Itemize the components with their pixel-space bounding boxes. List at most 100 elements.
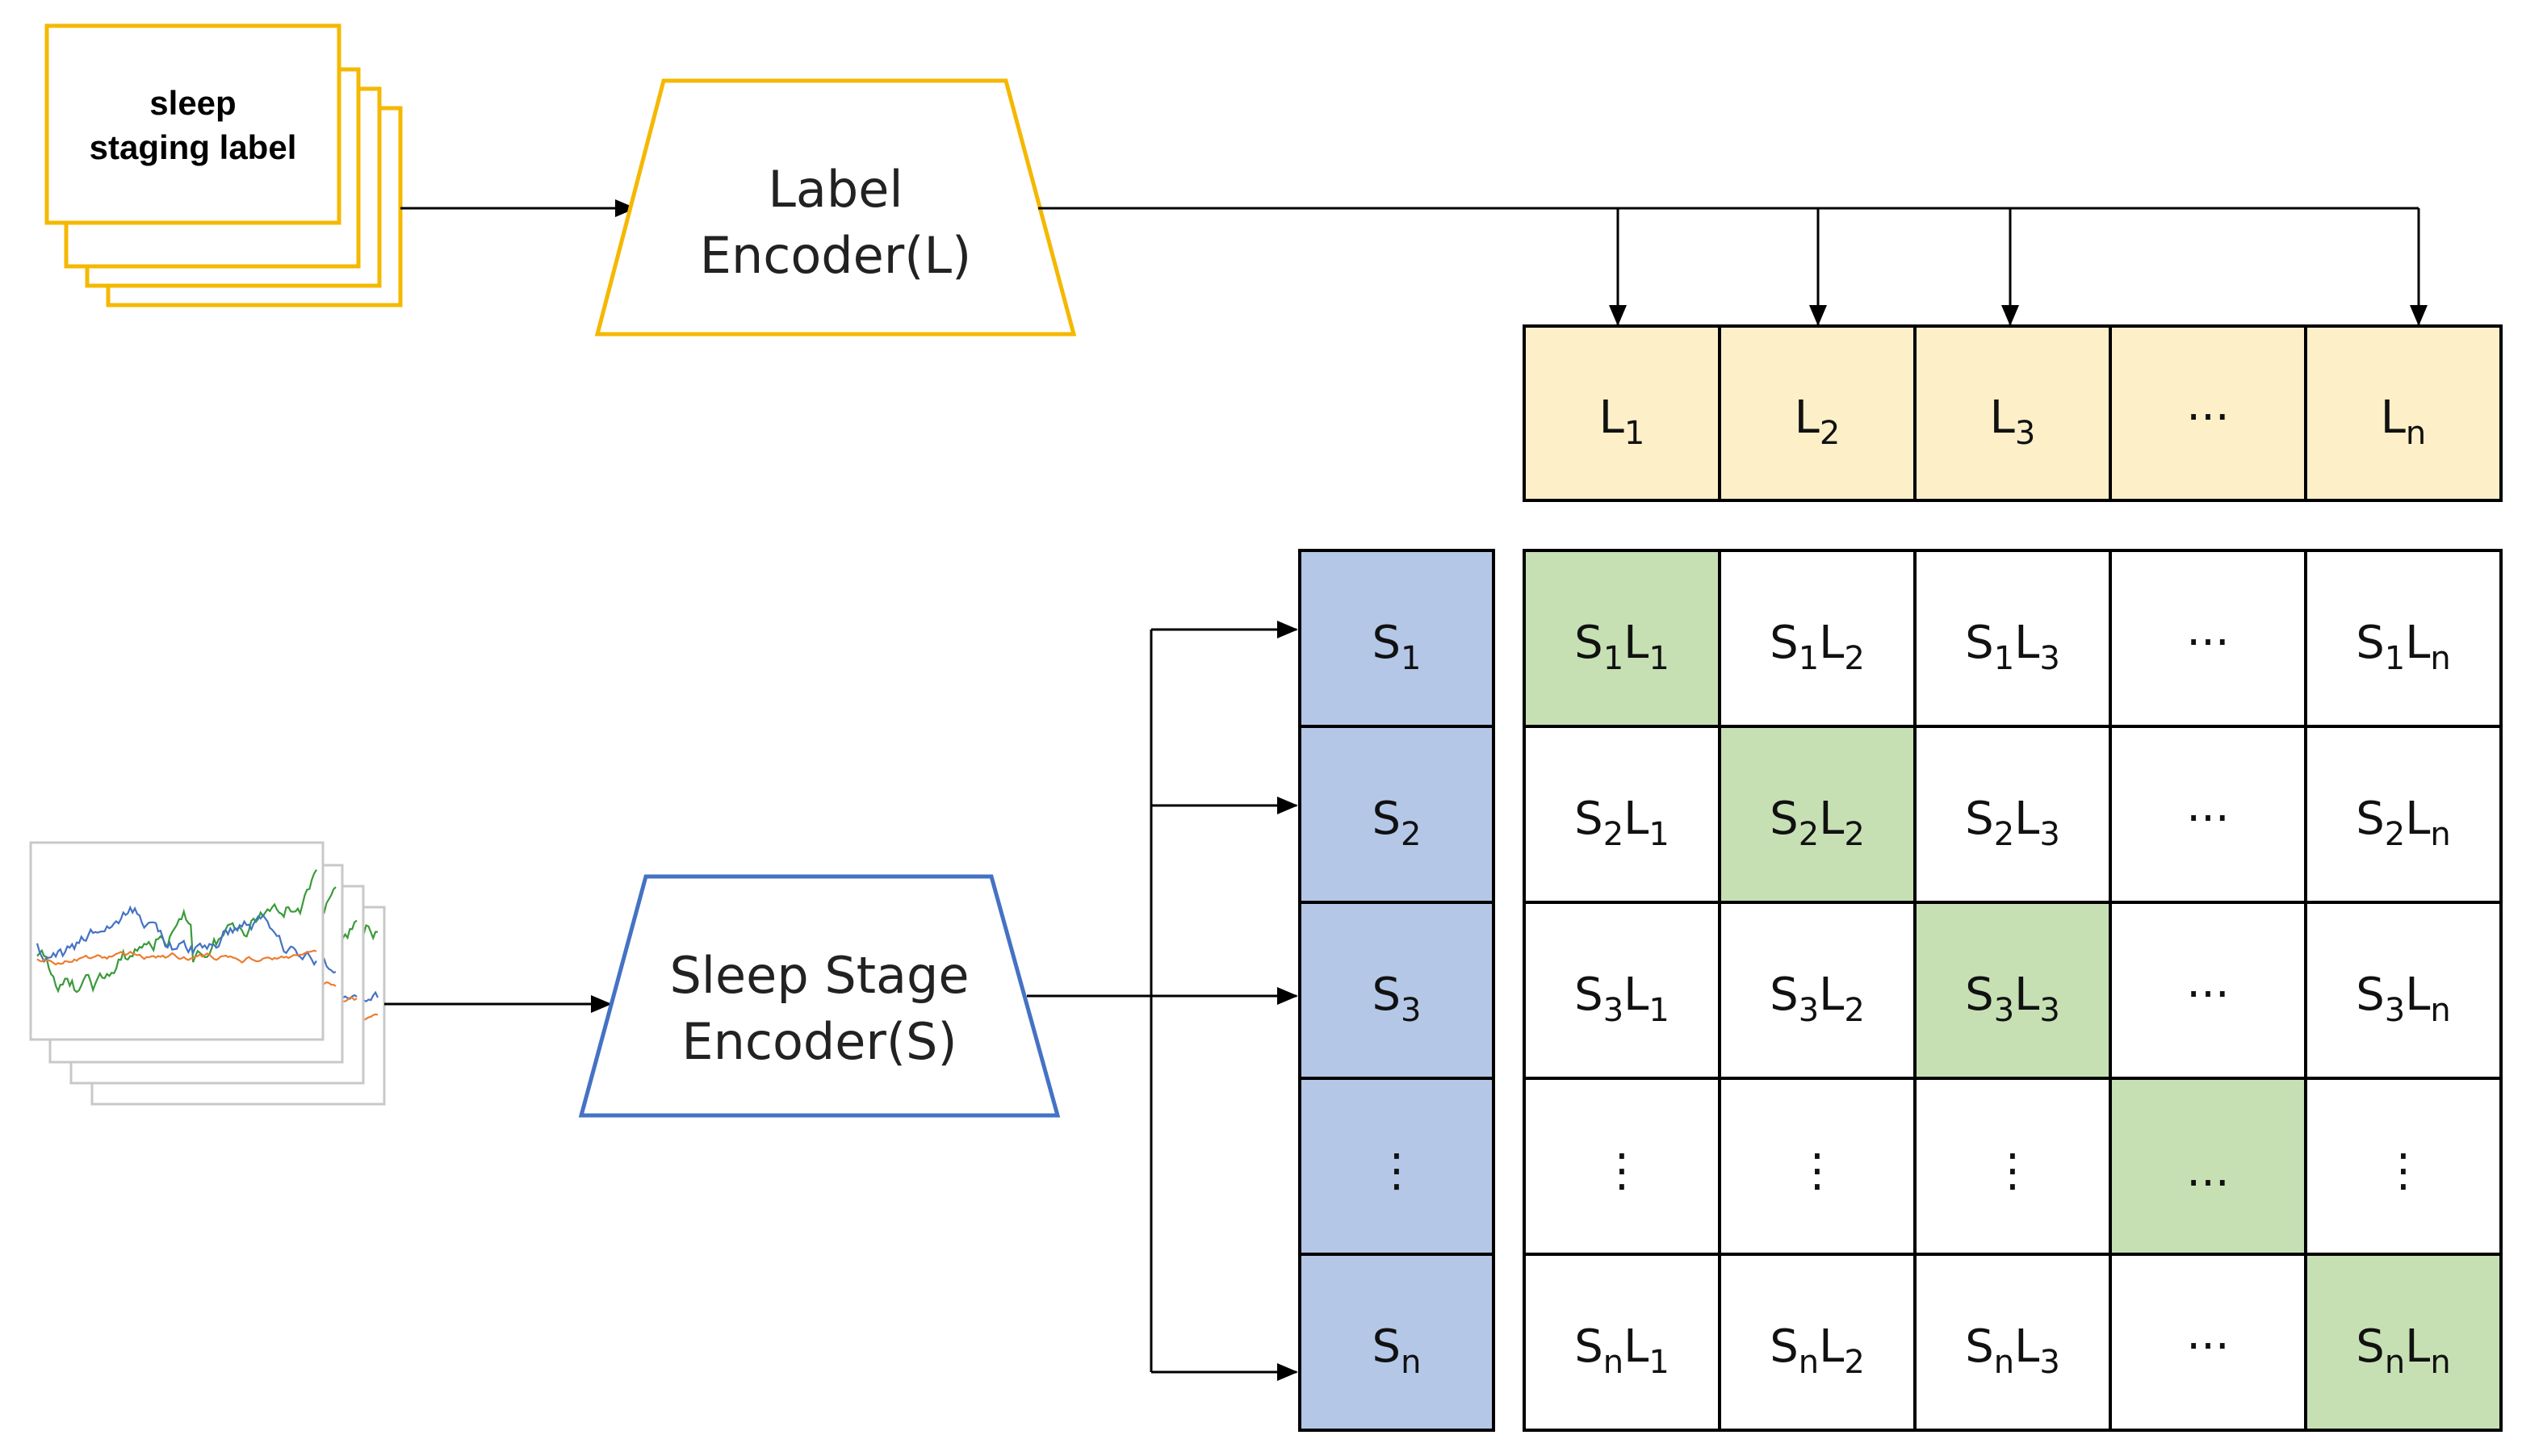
subscript: n	[2430, 640, 2450, 677]
symbol: ···	[2186, 1320, 2229, 1373]
subscript: 2	[1994, 816, 2014, 853]
stage-cell-text: ⋮	[1374, 1144, 1419, 1197]
matrix-cell-text: ...	[2186, 1144, 2229, 1197]
matrix-cell	[2109, 1253, 2307, 1432]
matrix-cell-text: SnL1	[1574, 1320, 1669, 1381]
matrix-cell	[1718, 549, 1917, 728]
subscript: 1	[1649, 992, 1669, 1029]
matrix-cell-text: S2L3	[1965, 793, 2060, 853]
symbol: S	[1770, 617, 1799, 669]
subscript: n	[2430, 1344, 2450, 1381]
label-cell-text: ···	[2186, 391, 2229, 444]
symbol: S	[1965, 793, 1994, 845]
subscript: 2	[1799, 816, 1819, 853]
matrix-cell	[1913, 1253, 2112, 1432]
matrix-cell	[1523, 725, 1721, 904]
symbol: L	[1990, 391, 2015, 444]
symbol: S	[1770, 1320, 1799, 1373]
matrix-cell-text: SnL3	[1965, 1320, 2060, 1381]
subscript: n	[2406, 415, 2426, 452]
label-encoder-shape	[594, 78, 1077, 337]
matrix-cell	[1913, 725, 2112, 904]
label-card-line1: sleep	[149, 84, 236, 122]
label-cell-text: L3	[1990, 391, 2036, 452]
subscript: 1	[1649, 640, 1669, 677]
signal-trace-orange	[36, 949, 317, 966]
stage-distribution-arrows	[1027, 621, 1298, 1381]
subscript: 2	[1844, 816, 1864, 853]
symbol: S	[1372, 793, 1401, 845]
symbol: L	[1623, 1320, 1649, 1373]
matrix-cell	[2109, 901, 2307, 1080]
matrix-cell-text: SnLn	[2356, 1320, 2450, 1381]
matrix-cell-text: ···	[2186, 793, 2229, 845]
symbol: ···	[2186, 617, 2229, 669]
symbol: L	[2014, 617, 2039, 669]
subscript: 3	[2039, 992, 2059, 1029]
sleep-stage-encoder: Sleep Stage Encoder(S)	[578, 874, 1061, 1118]
matrix-cell-text: ···	[2186, 1320, 2229, 1373]
matrix-cell-text: ⋮	[1599, 1144, 1644, 1197]
subscript: 2	[1844, 992, 1864, 1029]
subscript: 1	[1401, 640, 1421, 677]
matrix-cell-text: S3Ln	[2356, 969, 2451, 1029]
symbol: L	[1623, 617, 1649, 669]
label-cell	[1523, 324, 1721, 502]
symbol: ···	[2186, 969, 2229, 1021]
symbol: L	[2405, 793, 2430, 845]
symbol: S	[1372, 1320, 1401, 1373]
symbol: S	[1372, 969, 1401, 1021]
stage-cell	[1298, 901, 1495, 1080]
symbol: L	[1795, 391, 1820, 444]
symbol: ⋮	[2381, 1144, 2426, 1197]
matrix-cell	[2109, 549, 2307, 728]
symbol: L	[2381, 391, 2406, 444]
subscript: 3	[1994, 992, 2014, 1029]
label-encoder-line2: Encoder(L)	[700, 226, 971, 285]
subscript: 2	[1844, 1344, 1864, 1381]
matrix-cell-text: ···	[2186, 617, 2229, 669]
subscript: 1	[1624, 415, 1644, 452]
subscript: n	[1994, 1344, 2014, 1381]
symbol: L	[1623, 793, 1649, 845]
symbol: S	[1574, 617, 1603, 669]
matrix-cell-text: S3L2	[1770, 969, 1865, 1029]
symbol: S	[1574, 969, 1603, 1021]
symbol: ⋮	[1599, 1144, 1644, 1197]
matrix-cell	[2304, 901, 2503, 1080]
matrix-cell-diagonal	[1718, 725, 1917, 904]
label-encoder-line1: Label	[768, 160, 903, 219]
symbol: L	[2014, 793, 2039, 845]
symbol: S	[1965, 969, 1994, 1021]
matrix-cell-diagonal	[1913, 901, 2112, 1080]
label-cell-text: Ln	[2381, 391, 2427, 452]
subscript: 1	[2385, 640, 2405, 677]
matrix-cell	[1523, 901, 1721, 1080]
matrix-cell-text: SnL2	[1770, 1320, 1865, 1381]
subscript: 1	[1603, 640, 1623, 677]
matrix-cell-text: ···	[2186, 969, 2229, 1021]
symbol: S	[2356, 969, 2385, 1021]
subscript: 3	[1799, 992, 1819, 1029]
stage-cell-text: S2	[1372, 793, 1422, 853]
matrix-cell	[1718, 901, 1917, 1080]
symbol: S	[2356, 1320, 2385, 1373]
matrix-cell	[1913, 549, 2112, 728]
symbol: L	[1819, 617, 1844, 669]
subscript: n	[2430, 816, 2450, 853]
subscript: 1	[1649, 816, 1669, 853]
subscript: 1	[1799, 640, 1819, 677]
stage-cell-text: S1	[1372, 617, 1422, 677]
label-card-line2: staging label	[90, 128, 297, 166]
sleep-stage-encoder-shape	[578, 874, 1061, 1118]
matrix-cell	[1523, 1253, 1721, 1432]
matrix-cell-diagonal	[2109, 1077, 2307, 1256]
symbol: ···	[2186, 793, 2229, 845]
matrix-cell-text: ⋮	[1990, 1144, 2035, 1197]
matrix-cell-text: ⋮	[2381, 1144, 2426, 1197]
symbol: ···	[2186, 391, 2229, 444]
symbol: ⋮	[1990, 1144, 2035, 1197]
label-card-front	[44, 23, 341, 225]
